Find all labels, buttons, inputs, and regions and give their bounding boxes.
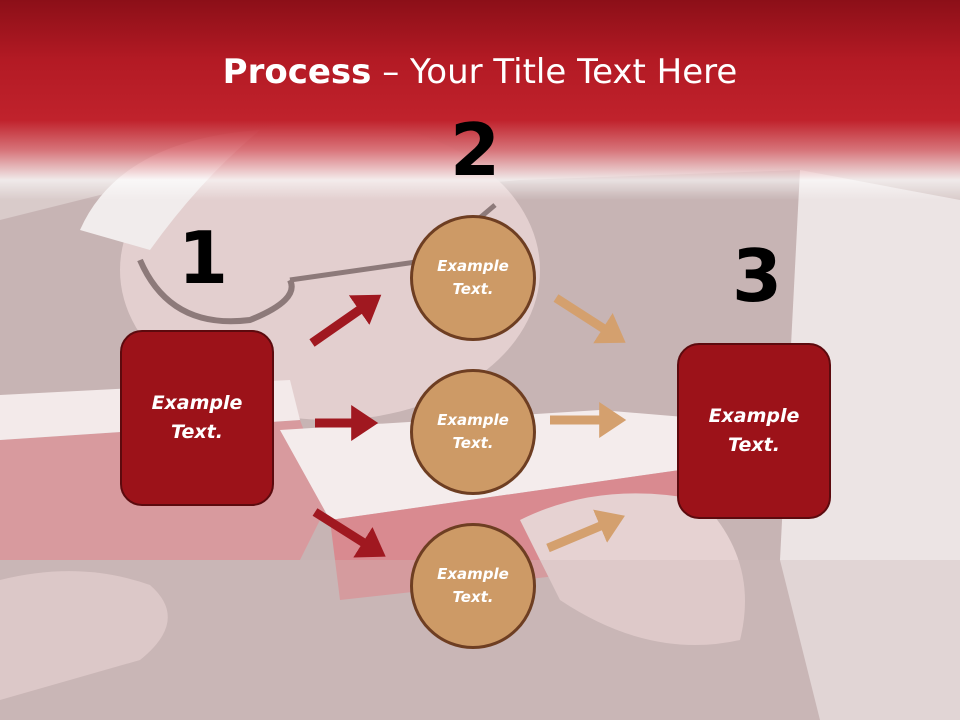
circle-top-line-1: Example <box>437 257 509 275</box>
circle-bottom-line-1: Example <box>437 565 509 583</box>
title-text: Your Title Text Here <box>410 52 738 92</box>
circle-middle[interactable]: Example Text. <box>410 369 536 495</box>
right-box[interactable]: Example Text. <box>677 343 831 519</box>
title-dash: – <box>382 52 400 92</box>
right-box-line-2: Text. <box>728 434 780 456</box>
step-number-3: 3 <box>732 234 783 318</box>
left-box-line-1: Example <box>151 392 243 414</box>
circle-top-line-2: Text. <box>452 280 494 298</box>
circle-bottom[interactable]: Example Text. <box>410 523 536 649</box>
circle-middle-line-2: Text. <box>452 434 494 452</box>
circle-top[interactable]: Example Text. <box>410 215 536 341</box>
title-bold: Process <box>222 52 372 92</box>
slide-title[interactable]: Process – Your Title Text Here <box>0 52 960 92</box>
left-box[interactable]: Example Text. <box>120 330 274 506</box>
step-number-1: 1 <box>178 216 229 300</box>
step-number-2: 2 <box>450 108 501 192</box>
circle-middle-line-1: Example <box>437 411 509 429</box>
circle-bottom-line-2: Text. <box>452 588 494 606</box>
right-box-line-1: Example <box>708 405 800 427</box>
header-band <box>0 0 960 200</box>
left-box-line-2: Text. <box>171 421 223 443</box>
